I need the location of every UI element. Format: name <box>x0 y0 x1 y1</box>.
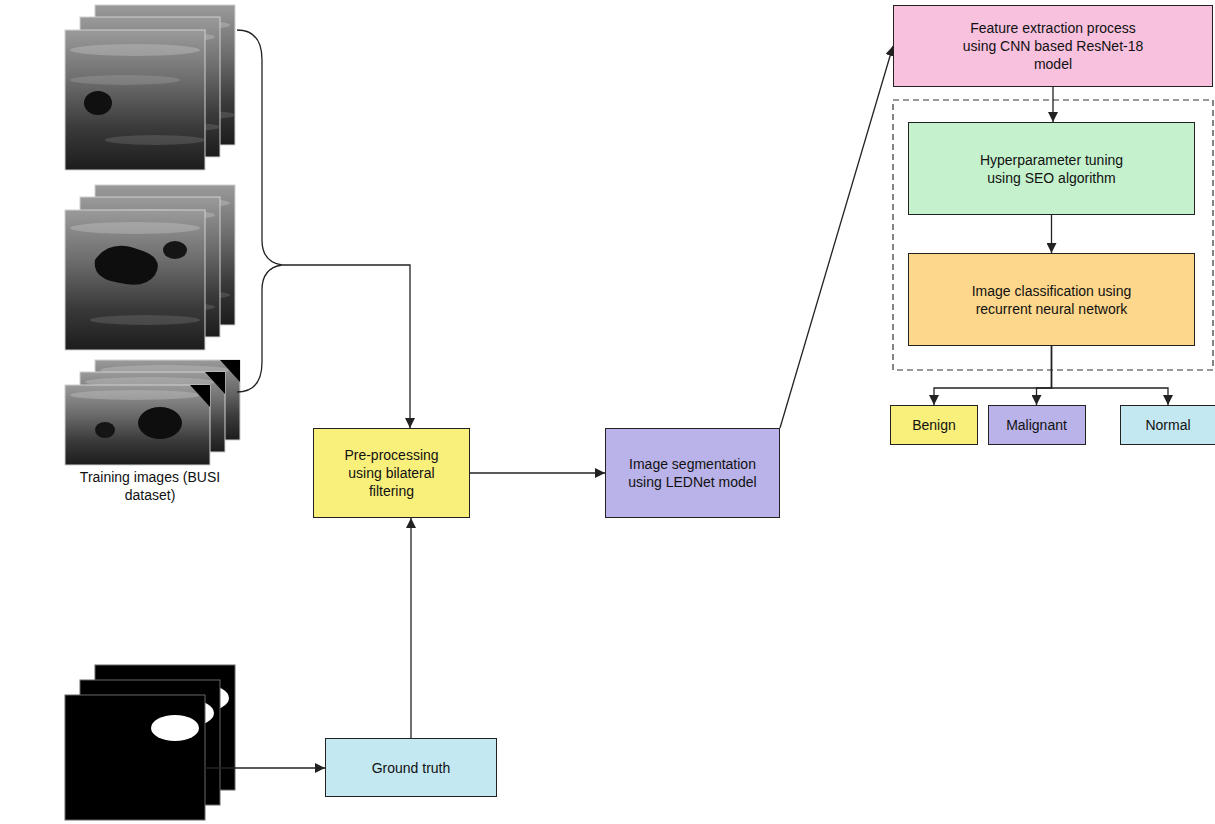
mask-arrow <box>205 767 325 768</box>
process-box: Feature extraction process using CNN bas… <box>893 5 1213 87</box>
box-text: Malignant <box>997 416 1077 434</box>
flow-arrow <box>1037 346 1052 405</box>
box-text: Pre-processing using bilateral filtering <box>333 446 451 500</box>
flow-arrow <box>410 518 411 738</box>
flow-arrow <box>470 472 605 473</box>
flow-arrow <box>934 346 1052 405</box>
flow-arrow <box>1051 215 1052 253</box>
box-text: Benign <box>899 416 969 434</box>
mask-image <box>65 695 205 820</box>
caption-label: Training images (BUSI dataset) <box>70 468 230 504</box>
flow-arrow <box>1052 346 1169 405</box>
box-text: Normal <box>1129 416 1207 434</box>
dashed-group <box>893 100 1213 370</box>
box-text: Image segmentation using LEDNet model <box>623 455 763 491</box>
input-box: Ground truth <box>325 738 497 797</box>
flow-arrow <box>1052 87 1053 122</box>
process-box: Pre-processing using bilateral filtering <box>313 428 470 518</box>
box-text: Feature extraction process using CNN bas… <box>961 19 1146 73</box>
box-text: Ground truth <box>336 759 486 777</box>
process-box: Image segmentation using LEDNet model <box>605 428 780 518</box>
ultrasound-image <box>65 210 205 350</box>
ultrasound-image <box>65 385 210 465</box>
box-text: Hyperparameter tuning using SEO algorith… <box>969 151 1134 187</box>
process-box: Hyperparameter tuning using SEO algorith… <box>908 122 1195 215</box>
flow-arrow <box>780 46 893 428</box>
box-text: Image classification using recurrent neu… <box>959 282 1144 318</box>
curly-brace <box>237 30 282 392</box>
class-box: Normal <box>1120 405 1215 445</box>
ultrasound-image <box>65 30 205 170</box>
class-box: Benign <box>890 405 978 445</box>
input-arrow <box>282 265 410 428</box>
process-box: Image classification using recurrent neu… <box>908 253 1195 346</box>
class-box: Malignant <box>988 405 1086 445</box>
